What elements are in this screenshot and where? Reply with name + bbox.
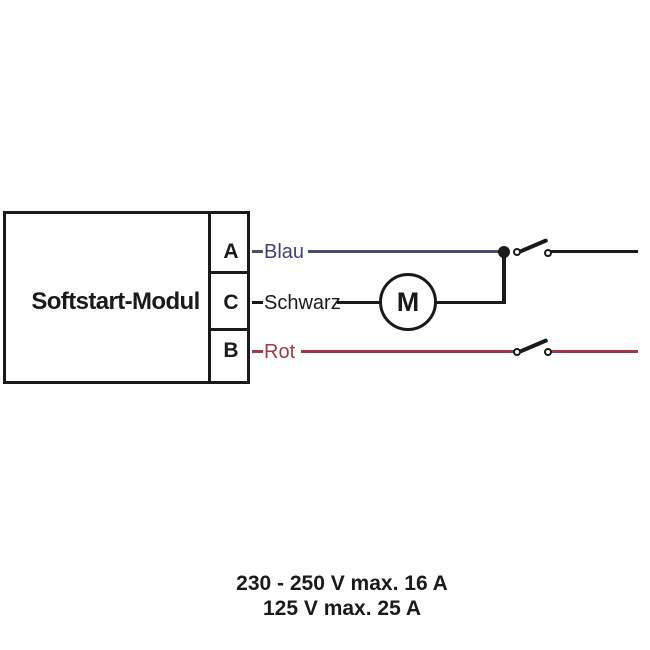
terminal-column-divider xyxy=(208,211,211,384)
terminal-c-label: C xyxy=(223,291,239,314)
black-wire-to-motor xyxy=(337,301,381,304)
motor-to-junction-wire xyxy=(436,301,505,304)
terminal-divider-a-c xyxy=(209,271,250,274)
rating-line-2: 125 V max. 25 A xyxy=(262,597,421,620)
blue-wire xyxy=(308,250,504,253)
terminal-b-lead xyxy=(252,350,263,353)
black-wire-after-switch xyxy=(551,250,638,253)
motor-symbol: M xyxy=(379,273,437,331)
wire-label-blau: Blau xyxy=(264,241,305,263)
ratings-text: 230 - 250 V max. 16 A 125 V max. 25 A xyxy=(236,571,448,621)
rating-line-1: 230 - 250 V max. 16 A xyxy=(236,572,448,595)
red-wire-after-switch xyxy=(551,350,638,353)
motor-label: M xyxy=(396,286,420,317)
bottom-switch-open-contact xyxy=(544,348,552,356)
wire-label-rot: Rot xyxy=(264,341,296,363)
module-title: Softstart-Modul xyxy=(31,288,200,315)
terminal-b-label: B xyxy=(223,339,239,362)
red-wire xyxy=(301,350,514,353)
terminal-a-lead xyxy=(252,250,263,253)
terminal-a-label: A xyxy=(223,240,239,263)
wire-label-schwarz: Schwarz xyxy=(264,292,341,314)
junction-vertical-wire xyxy=(502,251,506,304)
junction-dot xyxy=(498,246,510,258)
bottom-switch-pivot-contact xyxy=(513,348,521,356)
top-switch-pivot-contact xyxy=(513,248,521,256)
terminal-divider-c-b xyxy=(209,328,250,331)
terminal-c-lead xyxy=(252,301,263,304)
top-switch-open-contact xyxy=(544,248,552,257)
